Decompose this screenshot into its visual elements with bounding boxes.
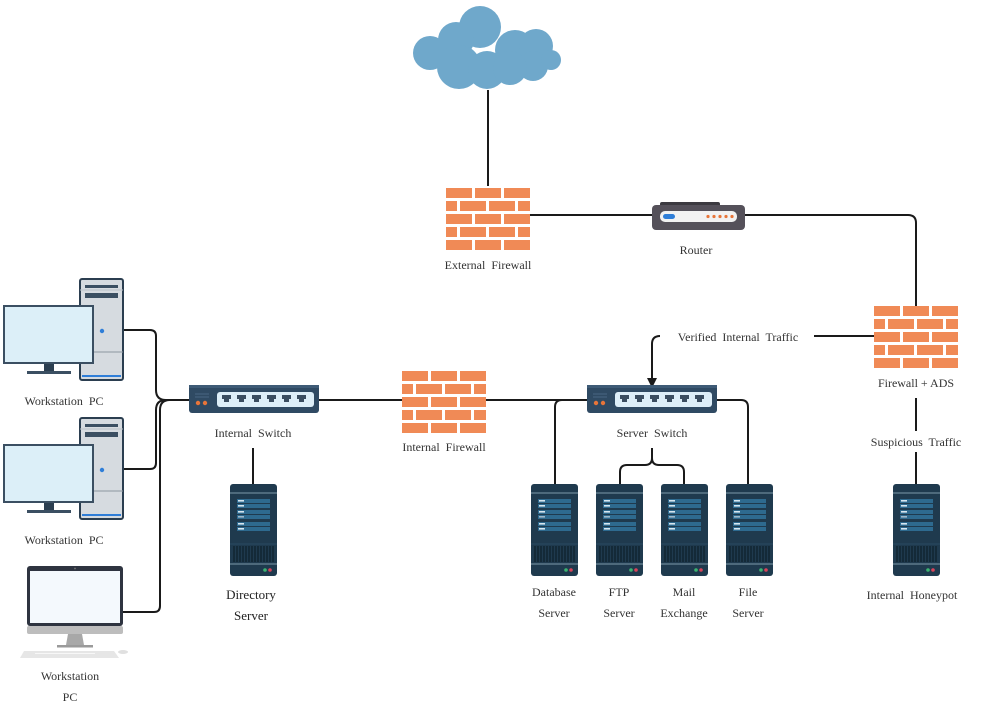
internal-switch-icon <box>188 384 320 414</box>
edge-server-switch-file <box>716 399 749 484</box>
database-server-icon <box>530 483 579 577</box>
verified-traffic-label: Verified Internal Traffic <box>677 330 799 344</box>
workstation-3-label: Workstation PC <box>40 669 100 704</box>
external-firewall-icon <box>446 188 530 250</box>
ftp-server-icon <box>595 483 644 577</box>
mail-exchange-label: Mail Exchange <box>660 585 708 620</box>
internal-switch-label: Internal Switch <box>214 426 292 440</box>
server-switch-label: Server Switch <box>616 426 688 440</box>
workstation-1-icon <box>3 278 124 381</box>
internal-firewall-label: Internal Firewall <box>402 440 486 454</box>
edge-server-switch-database <box>554 399 588 484</box>
workstation-1-label: Workstation PC <box>24 394 104 408</box>
workstation-2-label: Workstation PC <box>24 533 104 547</box>
mail-exchange-icon <box>660 483 709 577</box>
directory-server-label: Directory Server <box>226 587 276 623</box>
internal-firewall-icon <box>402 371 486 433</box>
file-server-icon <box>725 483 774 577</box>
directory-server-icon <box>229 483 278 577</box>
server-switch-icon <box>586 384 718 414</box>
firewall-ads-icon <box>874 306 958 368</box>
suspicious-traffic-label: Suspicious Traffic <box>870 435 962 449</box>
router-icon <box>652 202 745 230</box>
edge-ws2 <box>124 399 167 470</box>
router-label: Router <box>679 243 713 257</box>
workstation-3-icon <box>20 566 128 658</box>
edge-router-firewall-ads <box>745 214 917 306</box>
internal-honeypot-icon <box>892 483 941 577</box>
external-firewall-label: External Firewall <box>444 258 532 272</box>
ftp-server-label: FTP Server <box>603 585 635 620</box>
database-server-label: Database Server <box>532 585 576 620</box>
firewall-ads-label: Firewall + ADS <box>877 376 955 390</box>
edge-verified-to-server-switch <box>647 335 661 388</box>
workstation-2-icon <box>3 417 124 520</box>
edge-ws1 <box>124 329 190 401</box>
edge-server-switch-ftp-mail <box>619 448 685 484</box>
edge-ws3 <box>123 399 171 613</box>
cloud-icon <box>413 6 561 89</box>
internal-honeypot-label: Internal Honeypot <box>866 588 958 602</box>
file-server-label: File Server <box>732 585 764 620</box>
